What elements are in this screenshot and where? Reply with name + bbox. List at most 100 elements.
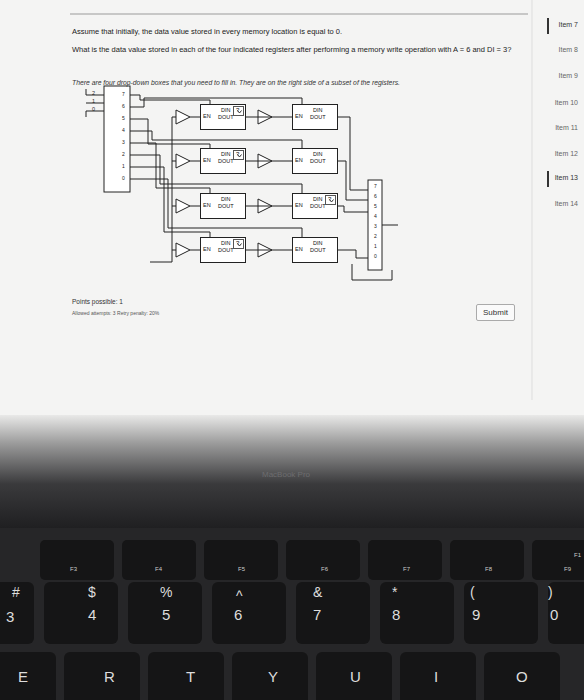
port-label: DOUT xyxy=(218,204,234,210)
port-label: DOUT xyxy=(310,204,326,210)
node-text: Item 9 xyxy=(559,72,578,79)
pin-number: 0 xyxy=(374,253,377,259)
register-box: ENDINDOUT xyxy=(292,148,338,174)
port-label: DOUT xyxy=(218,115,234,121)
register-box: EN DINDOUT xyxy=(200,193,246,219)
port-label: EN xyxy=(203,114,211,120)
port-label: DOUT xyxy=(310,159,326,165)
key-legend: 9 xyxy=(472,606,480,624)
port-label: EN xyxy=(203,247,211,253)
pin-number: 0 xyxy=(92,106,95,113)
key-legend: 6 xyxy=(234,606,242,624)
nav-item: Item 8 xyxy=(536,44,582,55)
key-legend: * xyxy=(392,584,397,601)
port-label: DIN xyxy=(221,108,230,114)
key-legend: F5 xyxy=(238,566,245,573)
port-label: EN xyxy=(295,114,303,120)
pin-number: 2 xyxy=(92,90,95,97)
pin-number: 4 xyxy=(122,127,125,133)
pin-number: 1 xyxy=(122,163,125,169)
key-legend: T xyxy=(186,668,195,686)
key-legend: ) xyxy=(548,584,553,601)
port-label: DIN xyxy=(221,197,230,203)
key-legend: 3 xyxy=(6,608,14,626)
data-wire xyxy=(246,206,292,207)
dropdown-box: ? xyxy=(233,239,244,249)
prompt-text: What is the data value stored in each of… xyxy=(72,45,527,54)
pin-number: 3 xyxy=(374,223,377,229)
key-legend: F3 xyxy=(70,566,77,573)
dropdown-box: ? xyxy=(233,106,244,116)
key-legend: ( xyxy=(470,584,475,601)
submit-button: Submit xyxy=(476,304,515,321)
node-text: Item 12 xyxy=(555,150,578,157)
node-text: ? xyxy=(236,107,239,113)
note-text: Allowed attempts: 3 Retry penalty: 20% xyxy=(72,310,159,316)
nav-item: Item 14 xyxy=(536,198,582,209)
port-label: EN xyxy=(295,203,303,209)
note-text: MacBook Pro xyxy=(262,470,310,480)
port-label: DIN xyxy=(313,241,322,247)
data-wire xyxy=(246,117,292,118)
key-legend: F1 xyxy=(574,552,581,559)
port-label: DOUT xyxy=(218,248,234,254)
key-legend: 5 xyxy=(162,606,170,624)
nav-item: Item 7 xyxy=(536,19,582,30)
register-box: EN DINDOUT? xyxy=(200,237,246,263)
key-legend: ^ xyxy=(236,588,243,605)
key-legend: O xyxy=(516,668,528,686)
node-text: Item 7 xyxy=(559,21,578,28)
key-legend: # xyxy=(12,584,20,601)
pin-number: 6 xyxy=(374,193,377,199)
node-text: ? xyxy=(236,240,239,246)
key-legend: 0 xyxy=(550,606,558,624)
data-wire xyxy=(246,250,292,251)
register-box: EN DINDOUT? xyxy=(200,148,246,174)
pin-number: 0 xyxy=(122,175,125,181)
port-label: EN xyxy=(203,203,211,209)
register-box: EN DINDOUT? xyxy=(292,193,338,219)
port-label: DIN xyxy=(313,197,322,203)
pin-number: 4 xyxy=(374,213,377,219)
port-label: DIN xyxy=(221,152,230,158)
port-label: DIN xyxy=(313,108,322,114)
nav-item: Item 11 xyxy=(536,122,582,133)
register-box: EN DINDOUT? xyxy=(200,104,246,130)
node-text: Submit xyxy=(483,308,508,317)
dropdown-box: ? xyxy=(325,195,336,205)
key-legend: E xyxy=(18,668,28,686)
key-legend: Y xyxy=(268,668,278,686)
key-legend: $ xyxy=(88,584,96,601)
dropdown-box: ? xyxy=(233,150,244,160)
note-text: Points possible: 1 xyxy=(72,298,123,306)
port-label: DIN xyxy=(221,241,230,247)
key-legend: R xyxy=(104,668,115,686)
pin-number: 5 xyxy=(374,203,377,209)
node-text: Item 8 xyxy=(559,46,578,53)
nav-item: Item 9 xyxy=(536,70,582,81)
port-label: DOUT xyxy=(310,115,326,121)
key-legend: F6 xyxy=(321,566,328,573)
node-text: Item 14 xyxy=(555,200,578,207)
key-legend: % xyxy=(160,584,172,601)
port-label: EN xyxy=(203,158,211,164)
pin-number: 2 xyxy=(122,151,125,157)
key-legend: I xyxy=(434,668,438,686)
prompt-text: Assume that initially, the data value st… xyxy=(72,27,527,36)
port-label: DOUT xyxy=(310,248,326,254)
key-legend: U xyxy=(350,668,361,686)
nav-item: Item 13 xyxy=(536,172,582,183)
register-box: EN DINDOUT xyxy=(292,104,338,130)
pin-number: 1 xyxy=(374,243,377,249)
node-text: ? xyxy=(328,196,331,202)
port-label: DIN xyxy=(313,152,322,158)
key-legend: F9 xyxy=(564,566,571,573)
nav-item: Item 10 xyxy=(536,97,582,108)
port-label: DOUT xyxy=(218,159,234,165)
node-text: Item 13 xyxy=(555,174,578,181)
pin-number: 6 xyxy=(122,103,125,109)
pin-number: 7 xyxy=(122,91,125,97)
pin-number: 5 xyxy=(122,115,125,121)
key-legend: & xyxy=(313,584,322,601)
